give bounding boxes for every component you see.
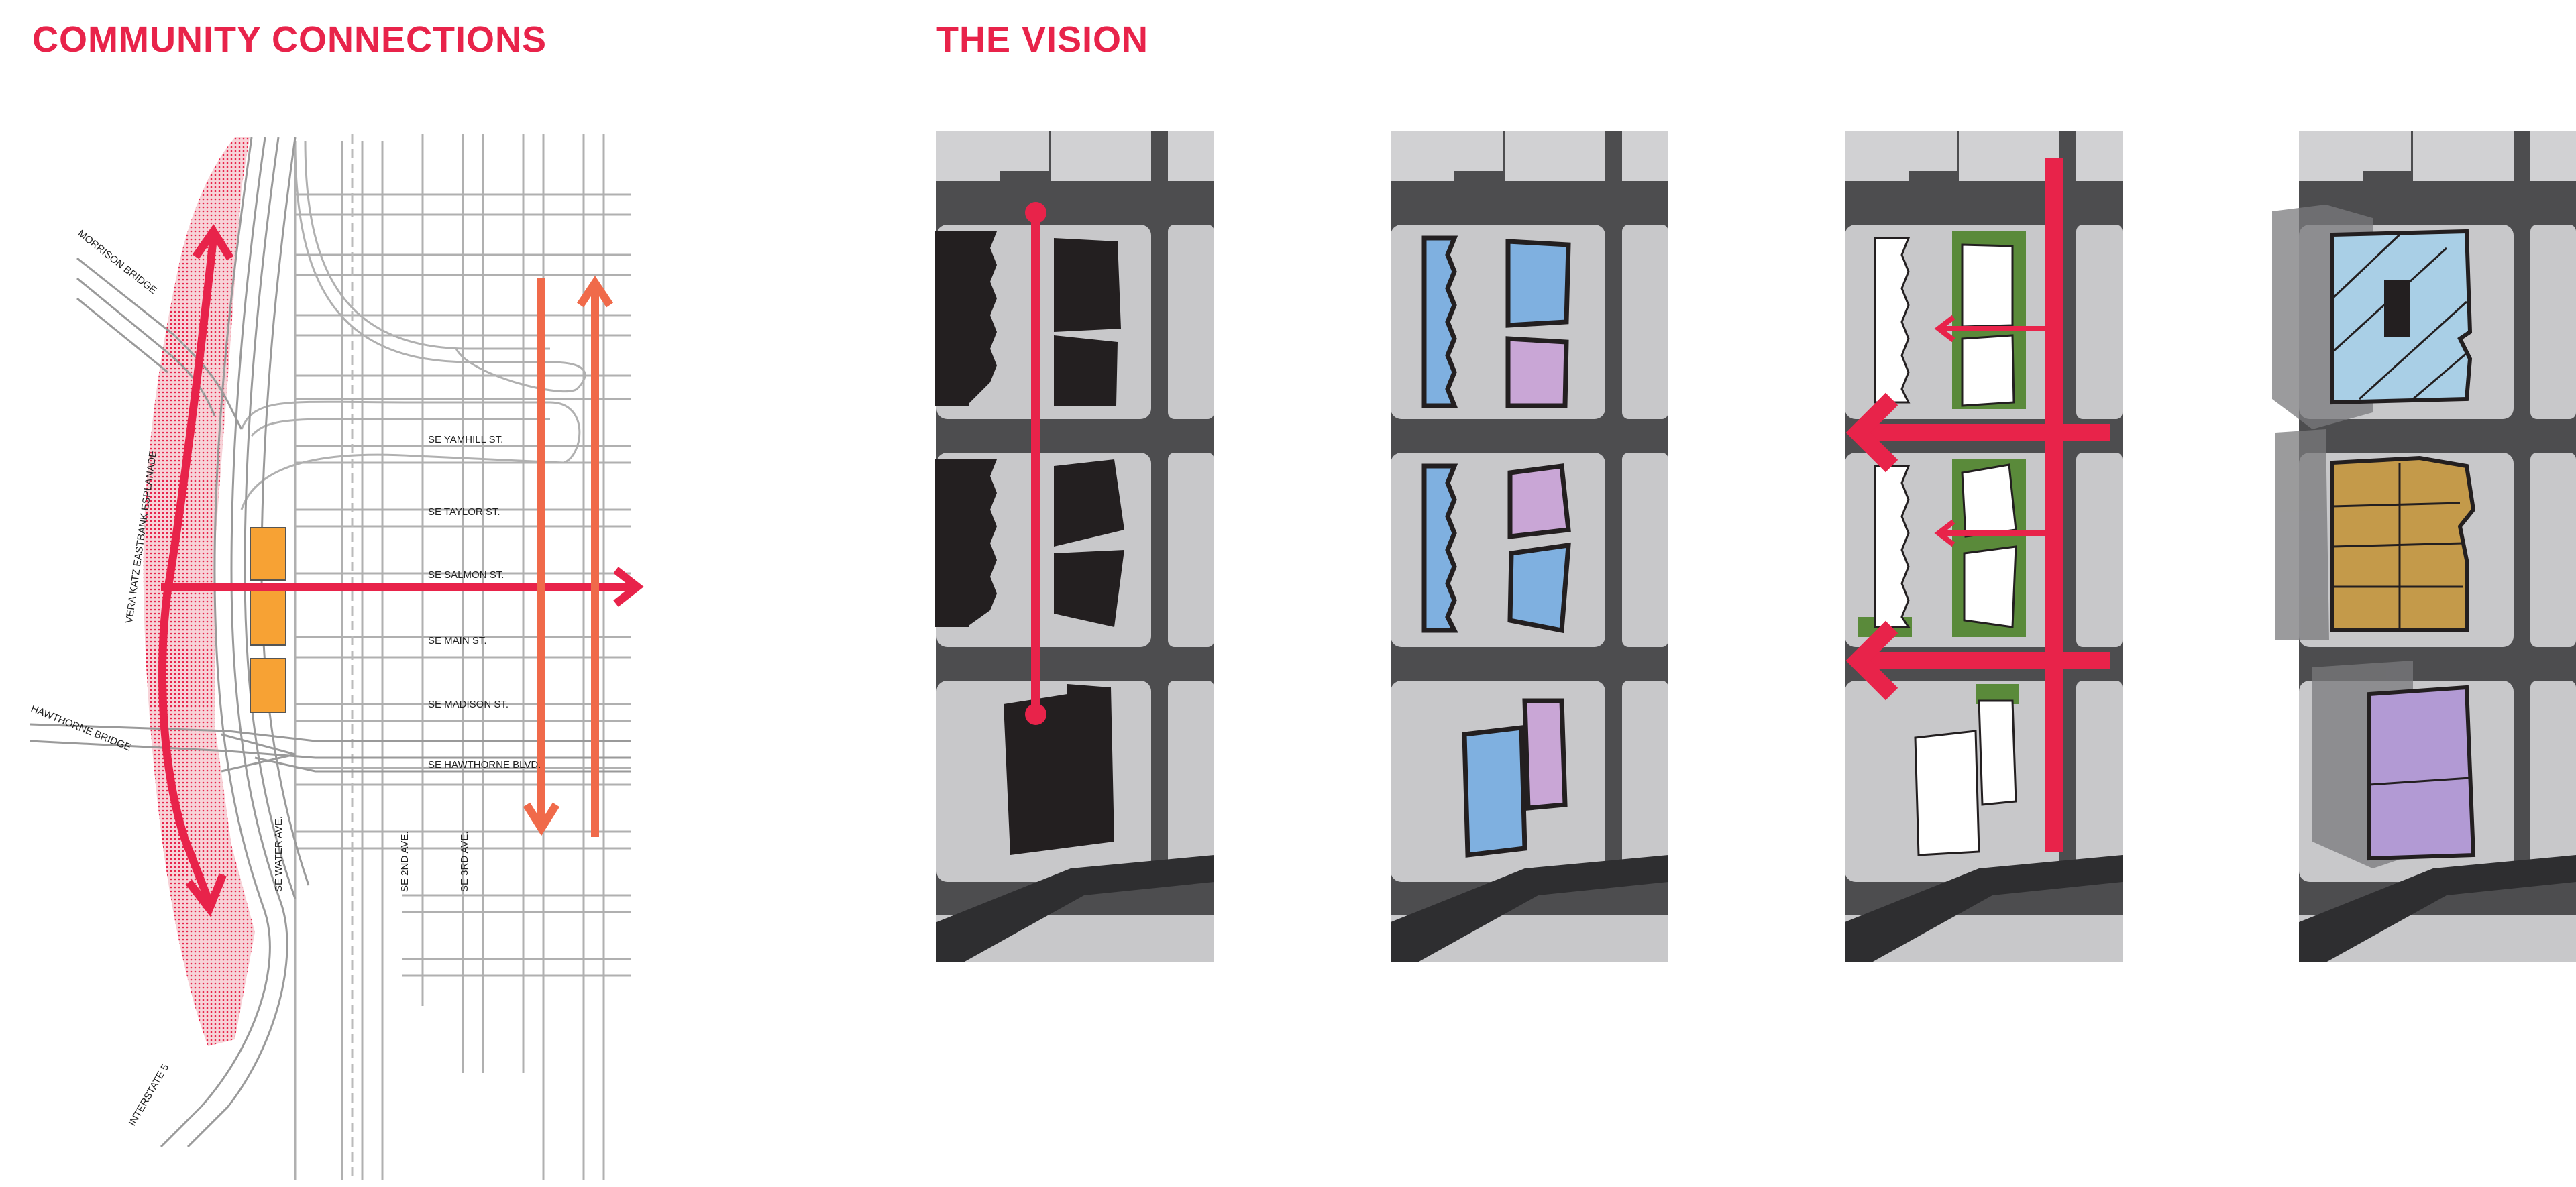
madison-label: SE MADISON ST. [428,699,508,710]
yamhill-label: SE YAMHILL ST. [428,434,503,445]
interstate-label: INTERSTATE 5 [127,1062,172,1128]
vision-panel-4 [2272,131,2576,962]
esplanade-hatch [143,137,255,1046]
salmon-label: SE SALMON ST. [428,569,504,581]
hawthorne-bridge [30,723,631,773]
community-map: MORRISON BRIDGE HAWTHORNE BRIDGE VERA KA… [30,134,644,1180]
taylor-label: SE TAYLOR ST. [428,506,500,518]
street-grid [294,134,631,1180]
site-blocks [250,527,286,713]
third-ave-label: SE 3RD AVE. [459,831,470,892]
arrow-icon [523,802,560,836]
community-connections-heading: COMMUNITY CONNECTIONS [32,19,547,60]
arrow-icon [577,276,613,308]
connection-arrows [158,224,644,917]
open-space-connections [1845,158,2110,852]
vision-panel-2 [1391,131,1668,962]
vision-panel-3 [1845,131,2123,962]
arrow-icon [1845,392,1898,473]
main-label: SE MAIN ST. [428,635,487,646]
arrow-icon [192,224,234,261]
arrow-icon [185,873,227,917]
arrow-icon [1934,315,1955,343]
vision-panel-1 [935,131,1214,962]
vision-heading: THE VISION [936,19,1149,60]
arrow-icon [1934,519,1955,547]
second-ave-label: SE 2ND AVE. [399,831,411,892]
water-ave-label: SE WATER AVE. [273,816,284,892]
hawthorne-blvd-label: SE HAWTHORNE BLVD. [428,759,541,771]
arrow-icon [1845,620,1898,701]
freeway-ramps [240,140,586,510]
arrow-icon [613,567,644,607]
